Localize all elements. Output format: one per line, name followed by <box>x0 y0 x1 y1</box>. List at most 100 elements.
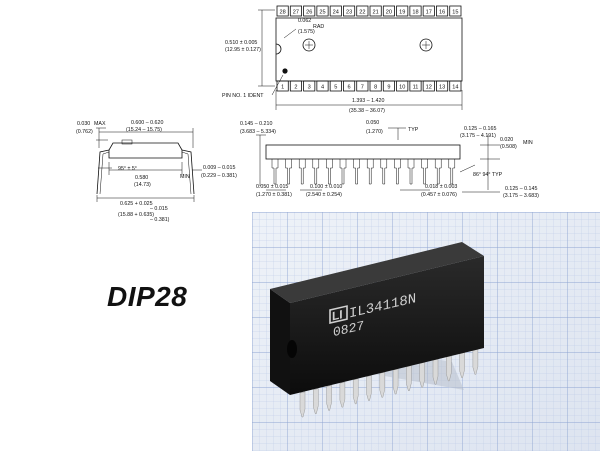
pin-label: 8 <box>374 85 377 91</box>
rad-label: RAD <box>313 24 324 30</box>
chip-photo: LI IL34118N 0827 <box>252 212 600 451</box>
end-angle: 95° ± 5° <box>118 166 137 172</box>
ejector-mark-right <box>419 38 433 52</box>
rad-value: 0.062 <box>298 18 311 24</box>
side-typ-value: 0.050 <box>366 120 379 126</box>
side-lead <box>353 159 360 185</box>
pin-label: 2 <box>294 85 297 91</box>
side-standoff-label: MIN <box>523 140 533 146</box>
pin-24 <box>329 5 342 17</box>
pin-21 <box>369 5 382 17</box>
side-lead <box>298 159 306 185</box>
chip-lead <box>339 381 346 408</box>
width-value: 0.510 ± 0.005 <box>225 40 257 46</box>
chip-body <box>270 242 484 303</box>
chip-lead <box>366 375 372 401</box>
chip-lead <box>392 368 399 395</box>
end-max-metric: (0.762) <box>76 129 93 135</box>
side-seat-metric: (3.175 – 3.683) <box>503 193 539 199</box>
pin-label: 4 <box>321 85 324 91</box>
side-view-drawing <box>256 127 500 193</box>
pin-label: 26 <box>306 10 312 16</box>
side-height-metric: (3.683 – 5.334) <box>240 129 276 135</box>
end-top-width: 0.600 – 0.620 <box>131 120 163 126</box>
pin-17 <box>422 5 435 17</box>
side-lead <box>339 159 347 185</box>
pin-27 <box>289 5 302 17</box>
end-top-width-metric: (15.24 – 15.75) <box>126 127 162 133</box>
pin-25 <box>316 5 329 17</box>
pin-label: 20 <box>386 10 392 16</box>
pin-label: 9 <box>387 85 390 91</box>
side-lead <box>285 159 292 185</box>
pin-label: 5 <box>334 85 337 91</box>
pin-label: 21 <box>373 10 379 16</box>
pin-label: 24 <box>333 10 339 16</box>
chip-lead <box>326 384 332 411</box>
side-lead <box>394 159 401 185</box>
pin-23 <box>343 5 356 17</box>
chip-photo-svg: LI IL34118N 0827 <box>252 212 600 451</box>
chip-lead <box>352 378 359 405</box>
pin-label: 14 <box>452 85 458 91</box>
side-lead <box>271 159 279 185</box>
chip-lead <box>379 371 386 398</box>
pin-label: 18 <box>412 10 418 16</box>
end-body-width-metric: (14.73) <box>134 182 151 188</box>
side-pitch: 0.100 ± 0.010 <box>310 184 342 190</box>
pin-label: 13 <box>439 85 445 91</box>
side-typ-metric: (1.270) <box>366 129 383 135</box>
pin-label: 7 <box>361 85 364 91</box>
end-view-drawing <box>96 127 202 202</box>
pin-label: 3 <box>308 85 311 91</box>
chip-lead <box>299 391 306 418</box>
pin-18 <box>409 5 422 17</box>
end-lead-thk-metric: (0.229 – 0.381) <box>201 173 237 179</box>
side-lead <box>434 159 442 185</box>
side-pitch-metric: (2.540 ± 0.254) <box>306 192 342 198</box>
chip-lead <box>313 388 319 414</box>
end-max-value: 0.030 <box>77 121 90 127</box>
side-lead-len: 0.125 – 0.165 <box>464 126 496 132</box>
end-spread: 0.625 + 0.025 <box>120 201 153 207</box>
pin-label: 1 <box>281 85 284 91</box>
package-body-outline <box>275 17 463 82</box>
side-lead-len-metric: (3.175 – 4.191) <box>460 133 496 139</box>
side-lead <box>326 159 333 185</box>
manufacturer-logo <box>329 305 348 324</box>
pin-20 <box>382 5 395 17</box>
side-lead <box>312 159 320 185</box>
width-metric: (12.95 ± 0.127) <box>225 47 261 53</box>
end-spread-metric: (15.88 + 0.635) <box>118 212 154 218</box>
side-lead <box>366 159 374 185</box>
pin-16 <box>436 5 449 17</box>
side-standoff: 0.020 <box>500 137 513 143</box>
pin-label: 10 <box>399 85 405 91</box>
pin1-ident-dot <box>282 68 288 74</box>
pin-label: 25 <box>319 10 325 16</box>
length-value: 1.393 – 1.420 <box>352 98 384 104</box>
side-angle: 86° 94° TYP <box>473 172 503 178</box>
pin-22 <box>356 5 369 17</box>
pin-label: 23 <box>346 10 352 16</box>
pin-label: 22 <box>359 10 365 16</box>
end-max-label: MAX <box>94 121 106 127</box>
side-standoff-metric: (0.508) <box>500 144 517 150</box>
ejector-mark-left <box>302 38 316 52</box>
end-min-label: MIN <box>180 174 190 180</box>
pin-label: 6 <box>348 85 351 91</box>
pin-19 <box>396 5 409 17</box>
pin1-notch <box>275 43 282 55</box>
pin-26 <box>303 5 316 17</box>
pin-label: 28 <box>280 10 286 16</box>
pin-28 <box>276 5 289 17</box>
side-height: 0.145 – 0.210 <box>240 121 272 127</box>
pin-label: 19 <box>399 10 405 16</box>
end-spread-minus: – 0.015 <box>150 206 168 212</box>
pin-label: 11 <box>413 85 419 91</box>
end-lead-thk: 0.009 – 0.015 <box>203 165 235 171</box>
pin-label: 27 <box>293 10 299 16</box>
pin-label: 17 <box>426 10 432 16</box>
